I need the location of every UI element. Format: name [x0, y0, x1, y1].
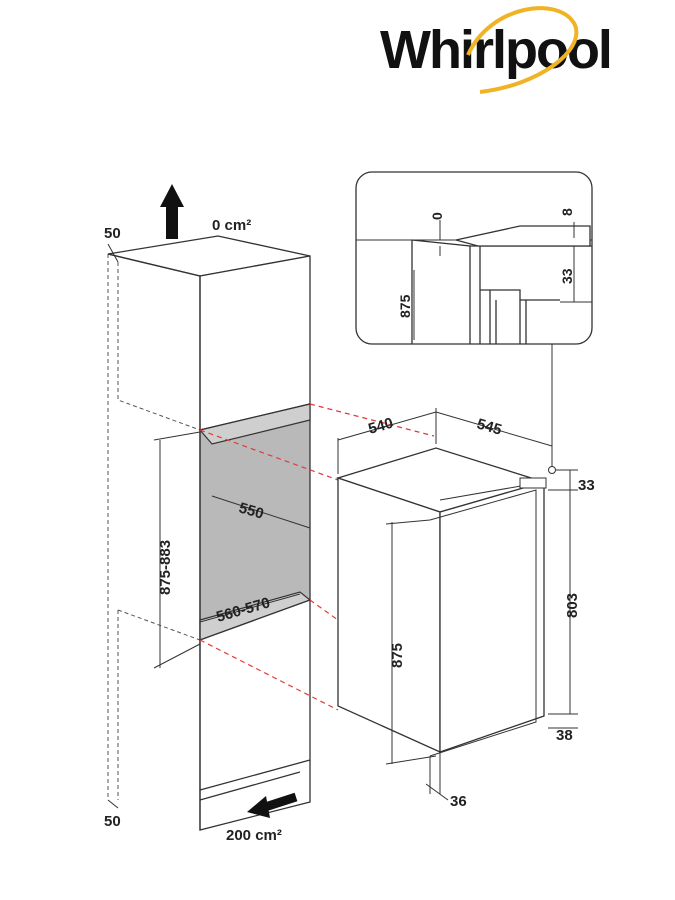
dim-cabinet-top-offset: 50: [104, 225, 121, 242]
airflow-bottom-label: 200 cm²: [226, 827, 282, 844]
detail-height: 875: [397, 294, 413, 318]
niche-ceiling: [198, 403, 311, 445]
appliance-right-dimensions: [548, 469, 578, 729]
whirlpool-logo: Whirlpool: [380, 6, 613, 94]
dim-appliance-foot: 38: [556, 727, 573, 744]
appliance-front-height-dimension: [385, 519, 437, 765]
dim-cabinet-bottom-offset: 50: [104, 813, 121, 830]
cabinet-hidden-edges: [107, 254, 201, 800]
dim-appliance-top-gap: 33: [578, 477, 595, 494]
appliance-side: [337, 477, 441, 754]
detail-callout: [355, 171, 593, 474]
detail-gap-top: 0: [429, 212, 445, 220]
logo-text: Whirlpool: [380, 20, 611, 80]
appliance-width-dimension: [337, 408, 437, 474]
dim-appliance-height-side: 803: [564, 593, 581, 618]
airflow-up-arrow: [160, 184, 184, 239]
logo-swoosh: [466, 6, 579, 94]
niche-width-line: [199, 593, 301, 623]
cabinet: [107, 235, 312, 831]
niche-depth-line: [211, 495, 311, 529]
dim-appliance-height-front: 875: [389, 643, 406, 668]
dim-appliance-depth: 545: [475, 416, 504, 439]
cabinet-upper-front: [199, 255, 311, 431]
airflow-in-arrow: [247, 792, 298, 818]
alignment-lines: [199, 403, 435, 711]
dim-appliance-door-offset: 36: [450, 793, 467, 810]
appliance-front: [439, 481, 545, 753]
detail-depth: 33: [559, 268, 575, 284]
appliance: [335, 447, 547, 757]
detail-gap-right: 8: [559, 208, 575, 216]
airflow-top-label: 0 cm²: [212, 217, 251, 234]
dim-appliance-width: 540: [366, 415, 395, 438]
dim-niche-height: 875-883: [157, 540, 174, 595]
niche-height-dimension: [153, 431, 201, 669]
dim-niche-depth: 550: [237, 500, 266, 523]
appliance-door-offset-dimension: [425, 752, 449, 801]
